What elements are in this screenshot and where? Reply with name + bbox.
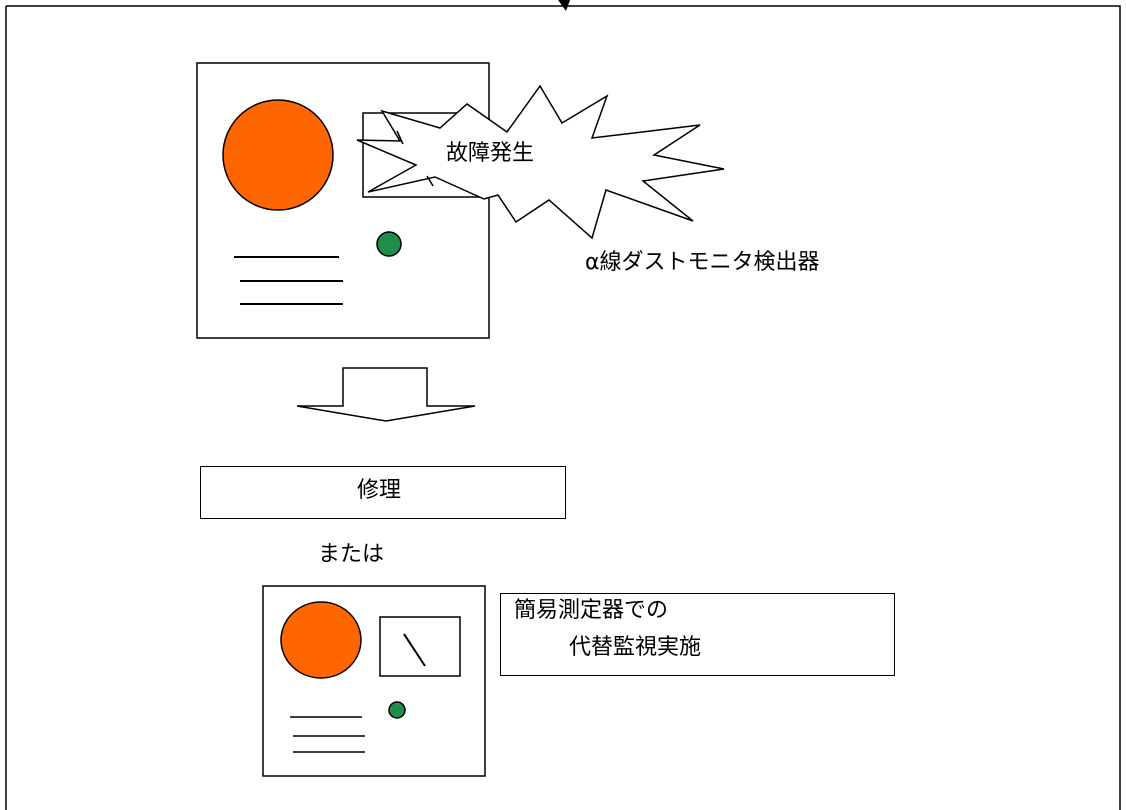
alternative-label-line2: 代替監視実施 [569, 635, 702, 660]
failure-label: 故障発生 [446, 141, 535, 166]
down-arrow [296, 367, 476, 422]
repair-label: 修理 [357, 478, 402, 503]
simple-meter-gauge [379, 616, 461, 677]
broken-needle-marks [396, 130, 434, 187]
failure-burst-shape [356, 84, 725, 240]
detector-label: α線ダストモニタ検出器 [585, 250, 820, 275]
detector-device-body [196, 62, 490, 339]
detector-display-lines [234, 256, 343, 305]
alternative-box [500, 593, 895, 676]
alternative-label-line1: 簡易測定器での [514, 598, 669, 623]
or-label: または [318, 542, 385, 567]
simple-meter-needle [403, 633, 426, 667]
repair-box [200, 466, 566, 519]
outer-frame [5, 5, 1121, 810]
simple-meter-display-lines [290, 716, 365, 753]
top-arrow-tip [558, 0, 570, 11]
simple-meter-large-indicator [280, 601, 362, 679]
simple-meter-status-lamp [388, 701, 406, 719]
detector-status-lamp [376, 231, 402, 257]
detector-large-indicator [222, 99, 334, 211]
